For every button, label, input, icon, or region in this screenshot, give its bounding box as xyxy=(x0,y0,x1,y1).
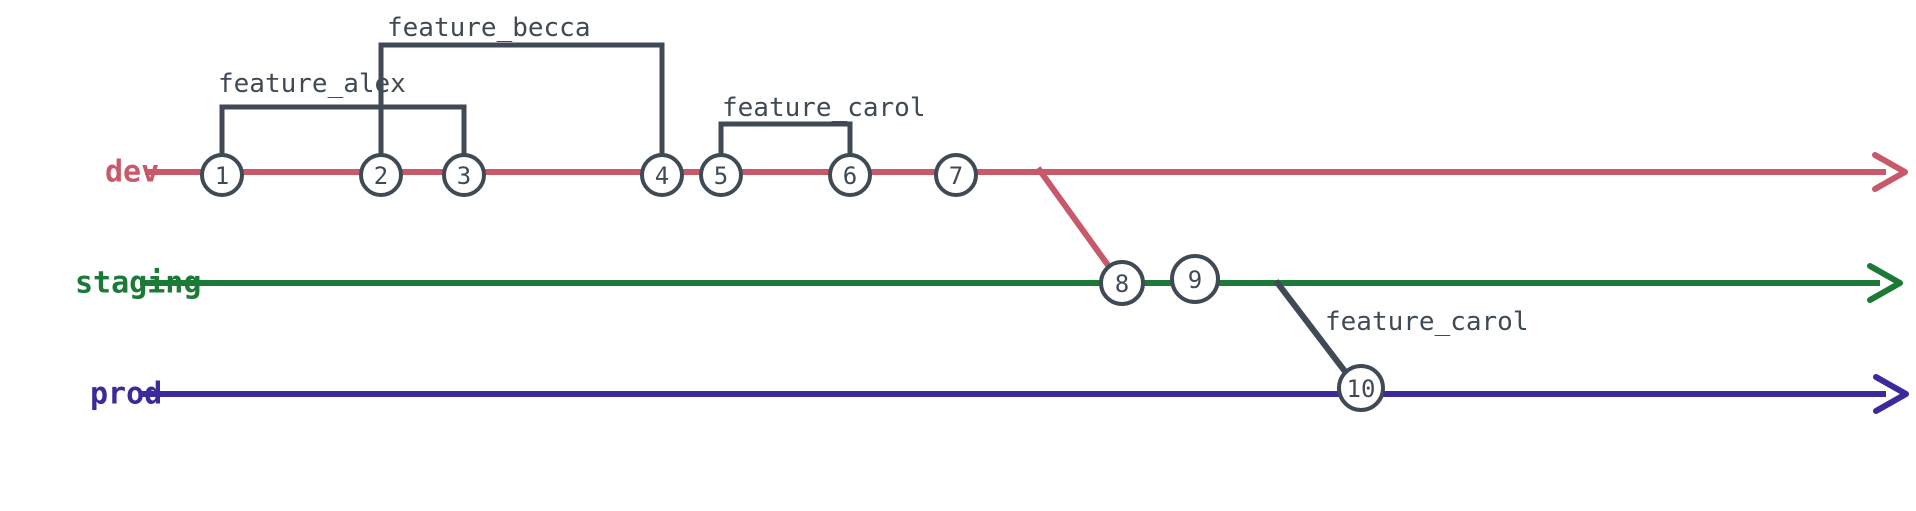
feature-bracket-feature_carol xyxy=(718,121,853,157)
commit-node-5[interactable]: 5 xyxy=(699,153,743,197)
commit-label-2: 2 xyxy=(374,162,388,190)
branch-lines-group xyxy=(140,152,1909,414)
branch-label-staging: staging xyxy=(75,266,201,301)
commit-node-4[interactable]: 4 xyxy=(640,153,684,197)
branch-arrow-dev xyxy=(1872,152,1908,192)
feature-label-feature_becca: feature_becca xyxy=(387,13,591,43)
commit-label-9: 9 xyxy=(1188,266,1202,294)
commit-label-5: 5 xyxy=(714,162,728,190)
commit-circle-3[interactable] xyxy=(442,153,486,197)
merge-label-feature_carol_prod: feature_carol xyxy=(1325,307,1529,337)
branch-label-prod: prod xyxy=(90,377,162,412)
commit-label-7: 7 xyxy=(949,162,963,190)
commit-label-1: 1 xyxy=(215,162,229,190)
commit-circle-7[interactable] xyxy=(934,153,978,197)
commit-nodes-group: 1 2 3 4 5 6 7 8 9 10 xyxy=(200,153,1385,412)
commit-node-9[interactable]: 9 xyxy=(1170,254,1220,304)
commit-circle-1[interactable] xyxy=(200,153,244,197)
merge-lines-group xyxy=(1035,166,1353,380)
commit-circle-8[interactable] xyxy=(1099,260,1145,306)
commit-label-6: 6 xyxy=(843,162,857,190)
feature-label-feature_alex: feature_alex xyxy=(218,69,406,99)
commit-label-4: 4 xyxy=(655,162,669,190)
commit-circle-10[interactable] xyxy=(1337,364,1385,412)
commit-circle-6[interactable] xyxy=(828,153,872,197)
commit-node-8[interactable]: 8 xyxy=(1099,260,1145,306)
commit-label-10: 10 xyxy=(1347,375,1376,403)
branch-arrow-staging xyxy=(1867,263,1903,303)
commit-label-8: 8 xyxy=(1115,270,1129,298)
feature-bracket-feature_becca xyxy=(378,42,665,157)
commit-node-7[interactable]: 7 xyxy=(934,153,978,197)
branch-label-dev: dev xyxy=(105,155,159,190)
staging-to-prod-merge xyxy=(1273,279,1353,380)
feature-bracket-feature_alex xyxy=(219,104,467,157)
feature-label-feature_carol: feature_carol xyxy=(722,93,926,123)
dev-to-staging-merge xyxy=(1035,166,1113,270)
commit-label-3: 3 xyxy=(457,162,471,190)
text-labels-group: dev staging prod feature_alex feature_beccaf… xyxy=(75,13,1529,412)
commit-node-2[interactable]: 2 xyxy=(359,153,403,197)
commit-circle-4[interactable] xyxy=(640,153,684,197)
feature-brackets-group xyxy=(219,42,853,157)
commit-circle-5[interactable] xyxy=(699,153,743,197)
commit-circle-2[interactable] xyxy=(359,153,403,197)
commit-circle-9[interactable] xyxy=(1170,254,1220,304)
branch-arrow-prod xyxy=(1873,374,1909,414)
commit-node-6[interactable]: 6 xyxy=(828,153,872,197)
commit-node-3[interactable]: 3 xyxy=(442,153,486,197)
commit-node-10[interactable]: 10 xyxy=(1337,364,1385,412)
commit-node-1[interactable]: 1 xyxy=(200,153,244,197)
